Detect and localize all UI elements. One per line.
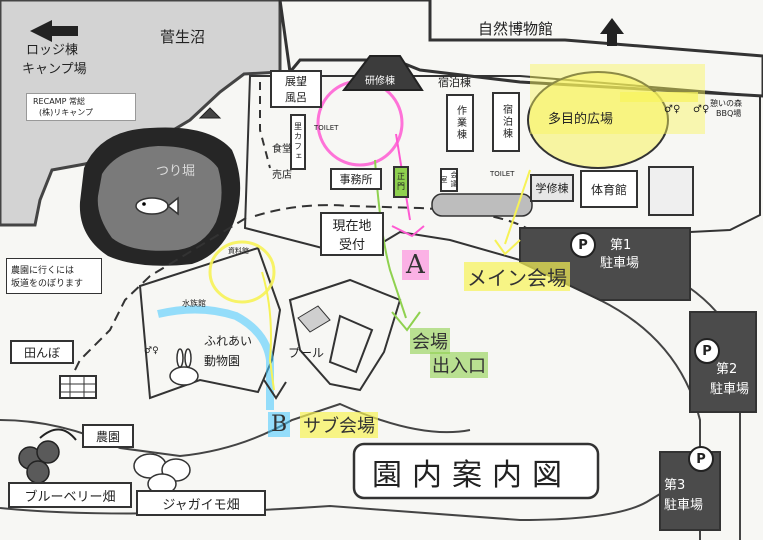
tamokuteki-label: 多目的広場	[548, 112, 614, 127]
nouen-note-line-1: 農園に行くには	[11, 266, 75, 276]
shokudo-label: 食堂	[272, 144, 292, 155]
parking3-label-1: 第3	[664, 478, 686, 493]
gakushu-box: 学修棟	[530, 174, 574, 202]
fish-icon	[135, 196, 179, 216]
sugao-swamp-label: 菅生沼	[160, 28, 206, 46]
toilet-label-2: TOILET	[490, 170, 515, 178]
pool-small-block	[297, 305, 331, 333]
parking2-label-2: 駐車場	[710, 382, 750, 397]
lodge-camp-label-1: ロッジ棟	[26, 43, 79, 58]
furo-label: 風呂	[285, 91, 307, 104]
parking2-label-1: 第2	[716, 362, 738, 377]
fureai-label: ふれあい	[204, 334, 253, 348]
rabbit-icon	[169, 348, 199, 386]
shukuhaku-right-box: 宿泊棟	[492, 92, 520, 152]
handwritten-a: A	[402, 250, 429, 280]
recamp-line-2: (株)リキャンプ	[39, 108, 94, 117]
blueberry-icon	[18, 428, 77, 484]
highlight-yellow-circle	[208, 240, 276, 304]
toilet-icon-2: ♂♀	[664, 104, 681, 115]
road-bottom	[0, 469, 701, 522]
seimon-box: 正門	[393, 166, 409, 198]
ikoi-label: 憩いの森	[710, 99, 742, 108]
highlight-pink-circle	[316, 79, 404, 167]
toilet-label-1: TOILET	[314, 124, 339, 132]
potato-icon	[133, 453, 191, 495]
arrow-up-icon	[600, 18, 624, 46]
dashed-path-north	[259, 82, 271, 169]
satocafe-box: 里カフェ	[290, 114, 306, 170]
suiseien-label: 水族館	[182, 299, 206, 308]
map-title: 園内案内図	[372, 458, 572, 493]
arrowhead-b	[263, 379, 287, 400]
natural-museum-label: 自然博物館	[478, 20, 554, 38]
roof-icon	[341, 55, 424, 91]
parking3-label-2: 駐車場	[664, 498, 704, 513]
nouen-note: 農園に行くには 坂道をのぼります	[6, 258, 102, 294]
handwritten-entrance-1: 会場	[410, 328, 450, 354]
parking-icon: P	[570, 232, 596, 258]
yellow-line	[620, 92, 698, 102]
parking-icon-2: P	[694, 338, 720, 364]
kensyu-label: 研修棟	[365, 76, 395, 87]
parking-icon-3: P	[688, 446, 714, 472]
handwritten-entrance-2: 出入口	[430, 352, 488, 378]
baiten-label: 売店	[272, 170, 292, 181]
pool-outline	[288, 278, 402, 392]
yellow-line-2	[504, 169, 531, 245]
jimusho-box: 事務所	[330, 168, 382, 190]
dashed-path-main	[254, 204, 531, 231]
handwritten-sub-venue: サブ会場	[300, 412, 378, 438]
grid-building	[648, 166, 694, 216]
recamp-line-1: RECAMP 常総	[33, 97, 85, 106]
parking1-label-1: 第1	[610, 238, 632, 253]
nouen-box: 農園	[82, 424, 134, 448]
pool-inner	[328, 314, 374, 374]
jagaimo-box: ジャガイモ畑	[136, 490, 266, 516]
small-roof-icon	[198, 107, 222, 119]
green-arrowhead	[391, 311, 421, 332]
pink-arrowhead	[391, 225, 425, 238]
shiryokan-label: 資料館	[228, 247, 249, 255]
taiikukan-box: 体育館	[580, 170, 638, 208]
yellow-line-b	[261, 271, 275, 391]
road-south	[0, 402, 471, 458]
highlight-cyan-band	[157, 305, 274, 410]
uketsuke-label: 受付	[338, 238, 365, 253]
map-title-frame	[352, 442, 600, 500]
zoo-outline	[138, 246, 282, 400]
bbq-label: BBQ場	[716, 109, 742, 118]
tenbo-label: 展望	[285, 75, 307, 88]
lodge-camp-label-2: キャンプ場	[22, 62, 87, 77]
nouen-note-line-2: 坂道をのぼります	[11, 279, 84, 289]
dashed-path-west	[59, 217, 247, 401]
yellow-arrowhead	[494, 239, 521, 256]
tenbo-furo-box: 展望 風呂	[270, 70, 322, 108]
genchi-label: 現在地	[332, 219, 372, 234]
pool-label: プール	[288, 346, 325, 360]
arrow-left-icon	[30, 20, 78, 42]
rice-field-icon	[59, 375, 97, 399]
plaza-circle	[527, 71, 669, 169]
blueberry-box: ブルーベリー畑	[8, 482, 132, 508]
tsuribori-label: つり堀	[156, 164, 196, 179]
sagyo-box: 作業棟	[446, 94, 474, 152]
handwritten-main-venue: メイン会場	[464, 262, 570, 291]
toilet-icon: ♂♀	[693, 104, 710, 115]
dobutsuen-label: 動物園	[204, 354, 241, 368]
shukuhaku-top-label: 宿泊棟	[438, 76, 471, 89]
recamp-box: RECAMP 常総 (株)リキャンプ	[26, 93, 136, 121]
parking1-label-2: 駐車場	[600, 256, 640, 271]
kaisyo-box: 会議室	[440, 168, 458, 192]
genchi-box: 現在地 受付	[320, 212, 384, 256]
small-pond	[431, 193, 533, 217]
tanbo-box: 田んぼ	[10, 340, 74, 364]
toilet-icon-3: ♂♀	[144, 346, 159, 356]
handwritten-b: B	[268, 412, 291, 437]
